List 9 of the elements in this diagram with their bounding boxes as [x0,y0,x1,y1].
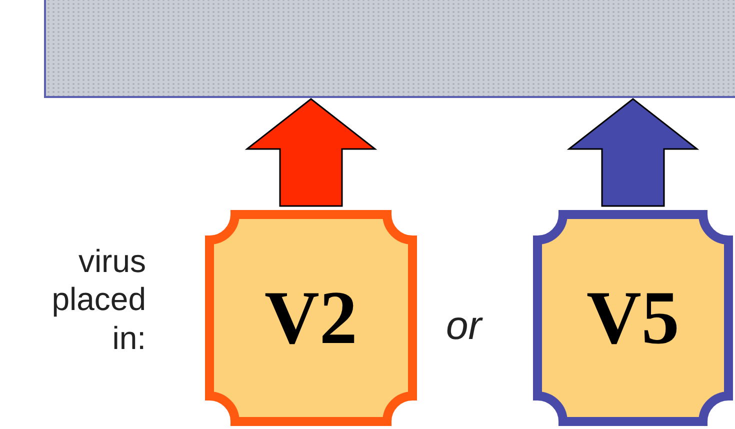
virus-label: V5 [586,280,680,356]
side-caption: virus placed in: [50,242,146,358]
virus-label: V2 [264,280,358,356]
connective-word: or [446,303,482,350]
block-arrow [244,98,378,207]
textured-band [44,0,735,98]
virus-box [533,210,733,426]
block-arrow [566,98,700,207]
virus-box [205,210,417,426]
